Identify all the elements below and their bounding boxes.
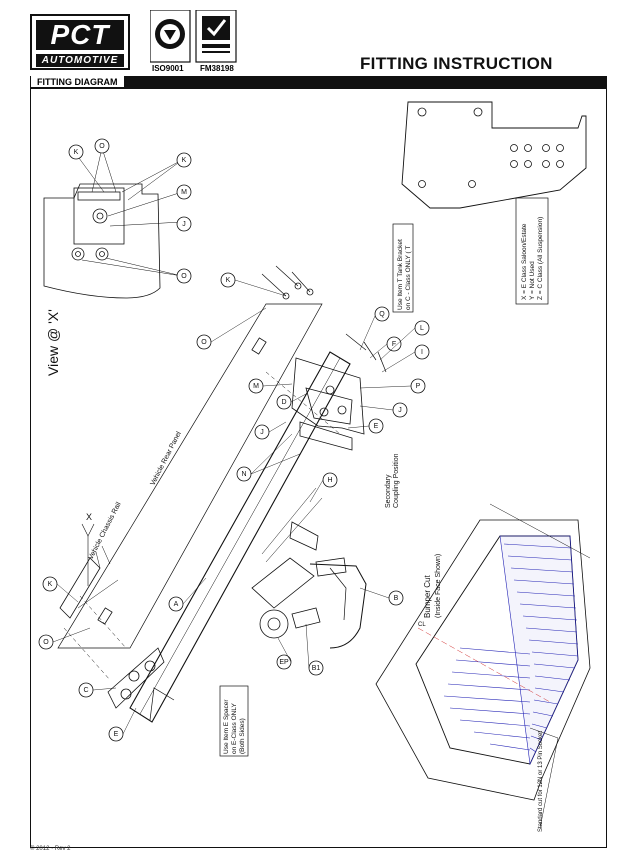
view-callouts: K O K M J O — [68, 138, 192, 284]
cl-mark: CL — [418, 622, 426, 628]
pct-logo: PCT AUTOMOTIVE — [30, 14, 130, 70]
cert-iso-label: ISO9001 — [152, 64, 184, 73]
chassis-rail-label: Vehicle Chassis Rail — [88, 501, 123, 561]
svg-text:J: J — [260, 429, 264, 436]
svg-text:F: F — [392, 341, 396, 348]
svg-text:J: J — [182, 221, 186, 228]
callout-leaders — [52, 279, 416, 735]
svg-text:E: E — [374, 423, 379, 430]
svg-text:K: K — [226, 277, 231, 284]
svg-text:K: K — [182, 157, 187, 164]
main-callouts: K O Q L F I P J E M D J N H B B1 EP A K … — [38, 272, 430, 742]
svg-text:J: J — [398, 407, 402, 414]
fitting-diagram: View @ 'X' K O K M J O — [38, 101, 591, 832]
cert-fm-label: FM38198 — [200, 64, 234, 73]
svg-text:L: L — [420, 325, 424, 332]
secondary-coupling-label-1: Secondary — [385, 474, 392, 508]
svg-text:D: D — [281, 399, 286, 406]
svg-text:(Both Sides): (Both Sides) — [239, 718, 246, 754]
cut-hatch — [443, 535, 579, 766]
svg-text:H: H — [327, 477, 332, 484]
svg-text:M: M — [181, 189, 187, 196]
section-bar — [30, 76, 607, 88]
svg-text:on E-Class ONLY: on E-Class ONLY — [231, 703, 238, 754]
svg-text:O: O — [201, 339, 207, 346]
top-bracket-detail — [401, 101, 587, 209]
svg-text:EP: EP — [279, 659, 289, 666]
svg-text:A: A — [174, 601, 179, 608]
bumper-cut-label-1: Bumper Cut — [423, 575, 432, 618]
view-x-label: View @ 'X' — [45, 309, 61, 376]
legend-box: X = E Class Saloon/Estate Y = Not Used Z… — [515, 197, 549, 305]
rear-panel-label: Vehicle Rear Panel — [150, 430, 183, 487]
x-marker: X — [86, 512, 92, 522]
view-x-detail: View @ 'X' — [43, 147, 183, 376]
svg-text:O: O — [43, 639, 49, 646]
svg-text:M: M — [253, 383, 259, 390]
footer-text: © 2012 · Rev 2 — [30, 846, 71, 852]
svg-text:E: E — [114, 731, 119, 738]
secondary-coupling-label-2: Coupling Position — [393, 453, 400, 508]
section-label: FITTING DIAGRAM — [30, 76, 125, 88]
svg-text:C: C — [83, 687, 88, 694]
bumper-cut-label-2: (Inside Face Shown) — [435, 554, 442, 618]
svg-text:on C - Class ONLY ( T: on C - Class ONLY ( T — [405, 246, 412, 310]
svg-text:Q: Q — [379, 311, 385, 318]
svg-text:O: O — [181, 273, 187, 280]
svg-text:K: K — [74, 149, 79, 156]
svg-text:K: K — [48, 581, 53, 588]
socket-note: Standard cut for 12N or 13 Pin Socket — [538, 731, 544, 832]
svg-text:Use Item E Spacer: Use Item E Spacer — [223, 699, 230, 754]
logo-sub: AUTOMOTIVE — [36, 54, 124, 67]
svg-text:O: O — [99, 143, 105, 150]
tank-bracket-note: Use Item T Tank Bracket on C - Class ONL… — [392, 223, 414, 313]
bsi-certification-badges — [150, 10, 237, 63]
svg-text:N: N — [241, 471, 246, 478]
svg-text:P: P — [416, 383, 421, 390]
svg-text:B1: B1 — [312, 665, 321, 672]
page-title: FITTING INSTRUCTION — [360, 54, 553, 73]
svg-text:X = E Class Saloon/Estate: X = E Class Saloon/Estate — [521, 223, 528, 300]
svg-text:B: B — [394, 595, 399, 602]
bumper-cut-detail: CL Bumper Cut (Inside Face Shown) Standa… — [375, 503, 591, 832]
logo-main: PCT — [36, 20, 124, 50]
svg-text:Z = C Class (All Suspension): Z = C Class (All Suspension) — [537, 217, 544, 300]
spacer-note: Use Item E Spacer on E-Class ONLY (Both … — [219, 685, 249, 757]
svg-text:Use Item T Tank Bracket: Use Item T Tank Bracket — [397, 239, 404, 310]
svg-text:I: I — [421, 349, 423, 356]
drawing-frame — [30, 88, 607, 848]
svg-text:Y = Not Used: Y = Not Used — [529, 261, 536, 300]
towbar-assembly — [57, 265, 387, 723]
